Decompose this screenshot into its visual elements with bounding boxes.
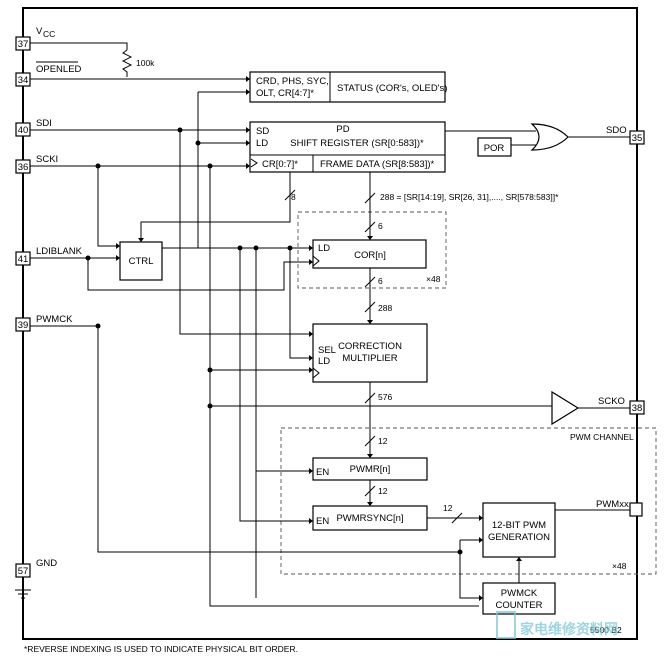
wires: 8 288 = [SR[14:19], SR[26, 31],...., SR[… <box>15 76 630 607</box>
pwmck-counter-block: PWMCK COUNTER <box>482 582 556 615</box>
svg-text:40: 40 <box>18 125 29 136</box>
svg-text:SDI: SDI <box>36 118 52 129</box>
svg-text:POR: POR <box>484 143 505 154</box>
pwmr-block: EN PWMR[n] <box>312 457 428 481</box>
pin-vcc: 37 V CC <box>15 26 55 51</box>
svg-text:CR[0:7]*: CR[0:7]* <box>262 159 298 170</box>
pwm-generation-block: 12-BIT PWM GENERATION <box>482 502 556 558</box>
junctions <box>85 127 463 555</box>
svg-text:SCKO: SCKO <box>598 396 625 407</box>
svg-text:12-BIT PWM: 12-BIT PWM <box>492 520 546 531</box>
svg-text:8: 8 <box>291 192 296 202</box>
pin-openled: 34 OPENLED <box>15 61 82 87</box>
svg-text:57: 57 <box>18 566 29 577</box>
svg-text:288: 288 <box>378 303 392 313</box>
svg-text:SCKI: SCKI <box>36 154 58 165</box>
svg-text:EN: EN <box>316 467 329 478</box>
pin-gnd: 57 GND <box>15 558 57 578</box>
svg-text:100k: 100k <box>136 58 155 68</box>
svg-text:LD: LD <box>318 356 330 367</box>
svg-text:LD: LD <box>318 243 330 254</box>
correction-multiplier: CORRECTION MULTIPLIER SEL LD <box>312 323 428 383</box>
pin-pwmxx: PWMxx <box>596 499 643 517</box>
svg-text:CORRECTION: CORRECTION <box>338 341 402 352</box>
svg-text:PD: PD <box>336 124 349 135</box>
clock-marker <box>250 158 258 168</box>
svg-text:12: 12 <box>443 503 453 513</box>
svg-text:12: 12 <box>378 436 388 446</box>
svg-text:PWMCK: PWMCK <box>501 588 538 599</box>
svg-text:V: V <box>36 26 43 37</box>
svg-text:38: 38 <box>632 403 643 414</box>
svg-text:288 = [SR[14:19], SR[26, 31],.: 288 = [SR[14:19], SR[26, 31],...., SR[57… <box>380 192 559 202</box>
svg-text:12: 12 <box>378 486 388 496</box>
svg-text:576: 576 <box>378 392 392 402</box>
svg-text:OPENLED: OPENLED <box>36 64 82 75</box>
svg-text:41: 41 <box>18 254 29 265</box>
watermark: 家电维修资料网 <box>496 611 618 639</box>
pwm-channel-group <box>280 427 657 575</box>
svg-text:EN: EN <box>316 516 329 527</box>
or-gate <box>530 123 569 151</box>
svg-text:PWMCK: PWMCK <box>36 314 73 325</box>
scko-buffer <box>551 390 580 426</box>
pin-sdi: 40 SDI <box>15 118 52 137</box>
status-block: CRD, PHS, SYC, OLT, CR[4:7]* STATUS (COR… <box>249 71 447 103</box>
svg-text:34: 34 <box>18 75 29 86</box>
svg-text:37: 37 <box>18 39 29 50</box>
pin-ldiblank: 41 LDIBLANK <box>15 246 83 266</box>
svg-text:PWMR[n]: PWMR[n] <box>350 464 391 475</box>
cor-dashed-group <box>297 211 447 289</box>
pullup-resistor: 100k <box>30 42 155 77</box>
svg-text:36: 36 <box>18 162 29 173</box>
svg-text:CRD, PHS, SYC,: CRD, PHS, SYC, <box>256 76 329 87</box>
svg-text:COR[n]: COR[n] <box>354 250 386 261</box>
svg-text:LD: LD <box>256 138 268 149</box>
svg-text:6: 6 <box>378 221 383 231</box>
por-block: POR <box>477 137 512 157</box>
pwm-channel-label: PWM CHANNEL <box>570 432 634 442</box>
svg-text:GND: GND <box>36 558 57 569</box>
figure-code: 5500 B2 <box>590 625 622 635</box>
svg-text:39: 39 <box>18 320 29 331</box>
ctrl-block: CTRL <box>119 241 163 281</box>
svg-text:6: 6 <box>378 276 383 286</box>
pwm-multiplicity: ×48 <box>612 561 627 571</box>
shift-register: SD LD PD SHIFT REGISTER (SR[0:583])* CR[… <box>249 121 446 173</box>
footnote: *REVERSE INDEXING IS USED TO INDICATE PH… <box>24 644 298 654</box>
svg-text:FRAME DATA (SR[8:583])*: FRAME DATA (SR[8:583])* <box>320 159 435 170</box>
pwmrsync-block: EN PWMRSYNC[n] <box>312 505 428 531</box>
svg-text:35: 35 <box>632 133 643 144</box>
svg-text:SDO: SDO <box>606 125 627 136</box>
pin-sdo: 35 SDO <box>606 125 645 145</box>
svg-text:PWMxx: PWMxx <box>596 499 629 510</box>
svg-text:CTRL: CTRL <box>129 256 154 267</box>
svg-text:SEL: SEL <box>318 345 336 356</box>
svg-text:CC: CC <box>43 29 55 39</box>
svg-text:STATUS (COR's, OLED's): STATUS (COR's, OLED's) <box>337 83 447 94</box>
cor-multiplicity: ×48 <box>426 274 441 284</box>
svg-text:MULTIPLIER: MULTIPLIER <box>342 353 397 364</box>
svg-text:GENERATION: GENERATION <box>488 532 550 543</box>
pin-pwmck: 39 PWMCK <box>15 314 73 332</box>
svg-text:COUNTER: COUNTER <box>496 600 543 611</box>
svg-text:OLT, CR[4:7]*: OLT, CR[4:7]* <box>256 88 314 99</box>
svg-text:SD: SD <box>256 126 269 137</box>
svg-text:家电维修资料网: 家电维修资料网 <box>520 621 618 637</box>
svg-text:PWMRSYNC[n]: PWMRSYNC[n] <box>336 513 403 524</box>
cor-block: LD COR[n] <box>312 239 427 269</box>
svg-text:SHIFT REGISTER (SR[0:583])*: SHIFT REGISTER (SR[0:583])* <box>290 138 424 149</box>
svg-text:LDIBLANK: LDIBLANK <box>36 246 83 257</box>
